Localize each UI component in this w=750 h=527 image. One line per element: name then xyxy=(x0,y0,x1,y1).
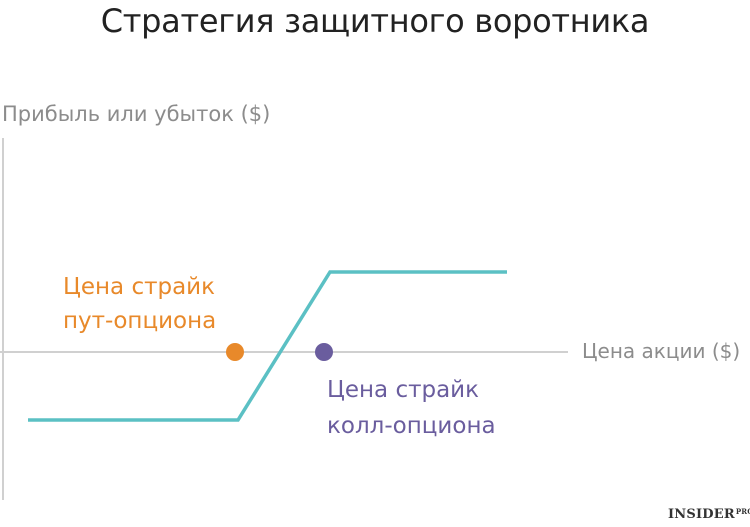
put-strike-marker xyxy=(226,343,244,361)
logo-text: INSIDER xyxy=(668,507,735,522)
put-strike-label: Цена страйк пут-опциона xyxy=(63,270,216,338)
x-axis-label: Цена акции ($) xyxy=(582,339,741,363)
logo-suffix: PRO xyxy=(735,507,750,516)
chart-title: Стратегия защитного воротника xyxy=(100,2,650,40)
y-axis-label: Прибыль или убыток ($) xyxy=(2,102,271,126)
put-strike-label-line-2: пут-опциона xyxy=(63,308,217,334)
call-strike-marker xyxy=(315,343,333,361)
call-strike-label-line-2: колл-опциона xyxy=(327,413,496,439)
call-strike-label-line-1: Цена страйк xyxy=(327,377,480,403)
call-strike-label: Цена страйк колл-опциона xyxy=(327,372,496,444)
payoff-line xyxy=(28,270,507,422)
put-strike-label-line-1: Цена страйк xyxy=(63,274,216,300)
insider-pro-logo: INSIDERPRO xyxy=(668,507,750,522)
